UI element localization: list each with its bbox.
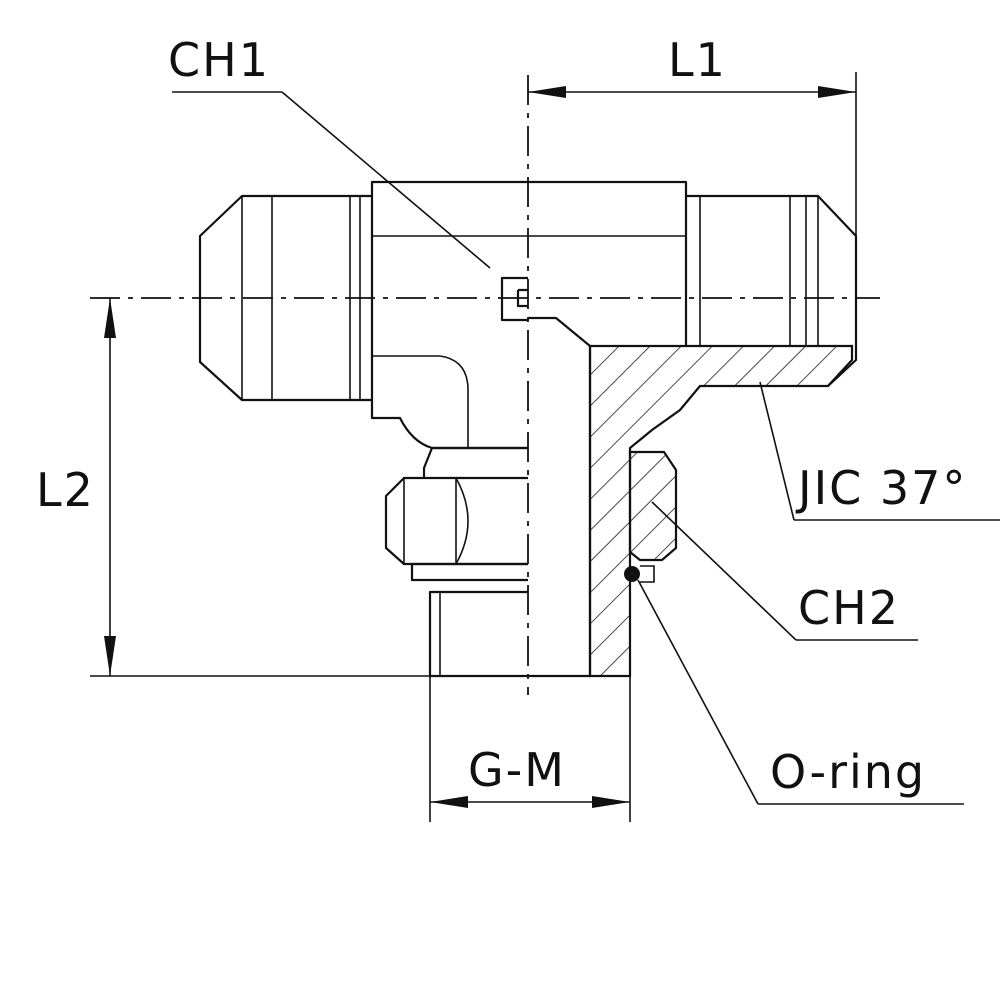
label-oring: O-ring xyxy=(770,745,926,799)
tee-body-left xyxy=(370,180,528,450)
label-l1: L1 xyxy=(668,33,727,87)
stud-left xyxy=(410,562,528,678)
ch1-flat-marker xyxy=(500,276,528,322)
dimension-l1: L1 xyxy=(528,33,857,236)
leader-ch2: CH2 xyxy=(651,501,918,641)
leader-oring: O-ring xyxy=(637,579,964,805)
dimension-gm: G-M xyxy=(429,676,631,822)
label-jic: JIC 37° xyxy=(795,461,967,515)
o-ring-section xyxy=(624,566,640,582)
leader-jic: JIC 37° xyxy=(759,381,1000,521)
left-jic-end xyxy=(198,194,372,402)
dimension-l2: L2 xyxy=(36,298,430,677)
label-l2: L2 xyxy=(36,463,95,517)
label-ch2: CH2 xyxy=(798,581,900,635)
label-ch1: CH1 xyxy=(168,33,270,87)
section-right xyxy=(528,180,858,678)
leader-ch1: CH1 xyxy=(168,33,491,269)
lock-nut-left xyxy=(384,446,528,566)
label-gm: G-M xyxy=(468,743,566,797)
